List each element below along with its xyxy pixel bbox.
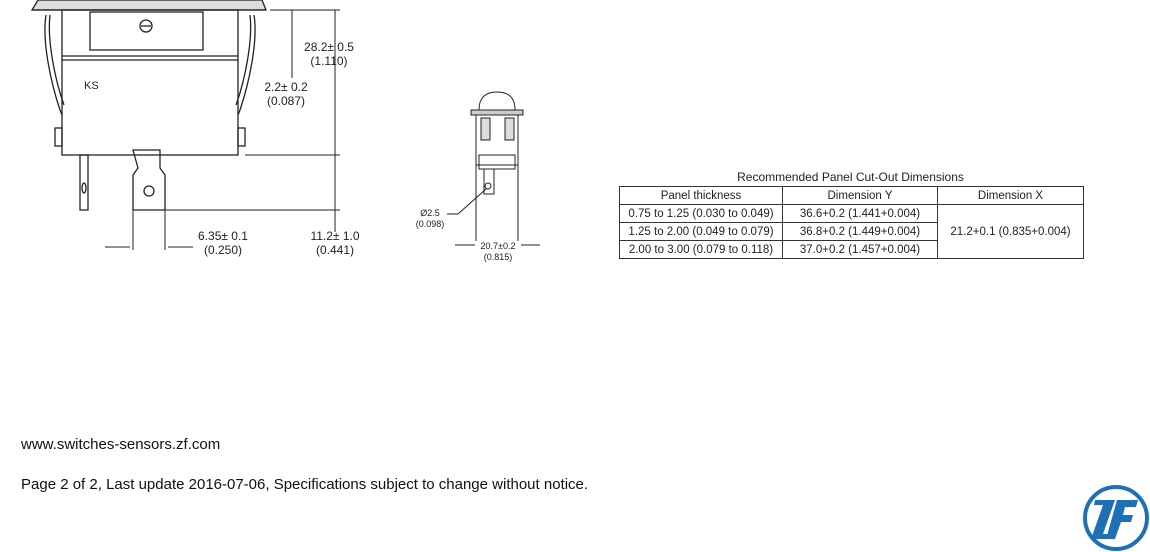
dim-mm: Ø2.5 [420,208,440,218]
dim-in: (0.441) [315,243,355,257]
dim-in: (1.110) [310,54,348,68]
dim-mm: 2.2± 0.2 [264,80,308,94]
table-header-row: Panel thickness Dimension Y Dimension X [619,186,1084,205]
table-row: 0.75 to 1.25 (0.030 to 0.049) 36.6+0.2 (… [619,204,1084,259]
table-title: Recommended Panel Cut-Out Dimensions [737,170,964,184]
dim-in: (0.087) [266,94,306,108]
cell-thickness: 1.25 to 2.00 (0.049 to 0.079) [619,222,783,241]
cell-dimension-x: 21.2+0.1 (0.835+0.004) [937,204,1084,259]
cutout-table: Panel thickness Dimension Y Dimension X … [619,186,1084,259]
header-dimension-x: Dimension X [937,186,1084,205]
header-dimension-y: Dimension Y [782,186,938,205]
dim-in: (0.250) [203,243,243,257]
dim-in: (0.815) [483,252,513,262]
front-view-drawing [447,91,540,250]
cell-thickness: 0.75 to 1.25 (0.030 to 0.049) [619,204,783,223]
dim-mm: 20.7±0.2 [480,241,516,251]
dim-hole-label: Ø2.5(0.098) [410,208,450,230]
switch-marking: KS [84,80,99,92]
dim-mm: 6.35± 0.1 [198,229,248,243]
cell-thickness: 2.00 to 3.00 (0.079 to 0.118) [619,240,783,259]
dim-terminal-width-label: 6.35± 0.1(0.250) [190,229,256,257]
dim-flange-label: 2.2± 0.2(0.087) [254,80,318,108]
side-view-drawing [30,0,340,250]
table-row: 2.00 to 3.00 (0.079 to 0.118) 37.0+0.2 (… [619,240,1084,259]
page-info: Page 2 of 2, Last update 2016-07-06, Spe… [21,476,589,493]
header-panel-thickness: Panel thickness [619,186,783,205]
dim-height-label: 28.2± 0.5(1.110) [296,40,362,68]
website-link[interactable]: www.switches-sensors.zf.com [21,436,221,453]
dim-in: (0.098) [415,219,445,229]
table-row: 1.25 to 2.00 (0.049 to 0.079) 36.8+0.2 (… [619,222,1084,241]
dim-width-label: 20.7±0.2(0.815) [475,241,521,263]
dim-mm: 28.2± 0.5 [304,40,354,54]
cell-dimension-y: 37.0+0.2 (1.457+0.004) [782,240,938,259]
cell-dimension-y: 36.8+0.2 (1.449+0.004) [782,222,938,241]
dim-terminal-length-label: 11.2± 1.0(0.441) [302,229,368,257]
cell-dimension-y: 36.6+0.2 (1.441+0.004) [782,204,938,223]
dim-mm: 11.2± 1.0 [310,229,360,243]
